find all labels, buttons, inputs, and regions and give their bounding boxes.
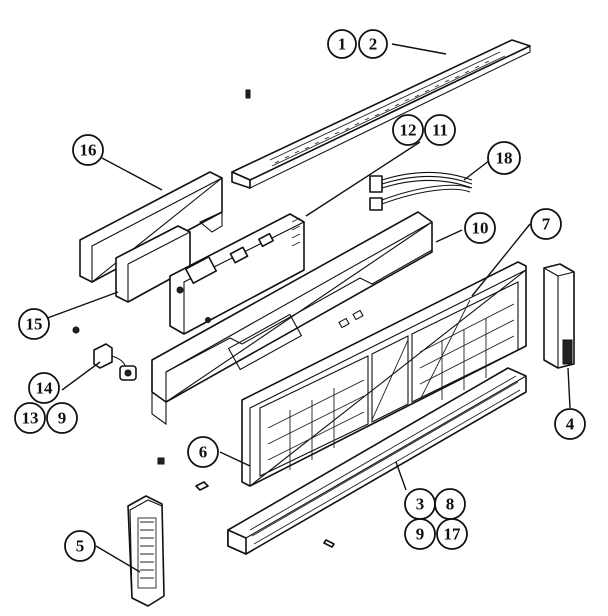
svg-text:12: 12 [400,121,417,140]
screw [157,457,165,465]
callout-12: 12 [392,114,424,146]
top-trim-strip [231,39,531,189]
svg-text:6: 6 [199,443,208,462]
svg-text:8: 8 [446,495,455,514]
svg-text:15: 15 [26,315,43,334]
svg-text:18: 18 [496,149,513,168]
switch-connector [93,343,137,381]
callout-1: 1 [327,29,357,59]
svg-text:14: 14 [36,379,54,398]
callout-3: 3 [404,488,436,520]
callout-14: 14 [28,372,60,404]
callout-16: 16 [72,134,104,166]
callout-18: 18 [487,141,521,175]
side-bracket [79,171,223,284]
svg-text:16: 16 [80,141,97,160]
svg-text:9: 9 [58,409,67,428]
leader-lines [41,43,571,573]
callout-2: 2 [358,29,388,59]
end-cap-right [543,263,575,369]
svg-text:2: 2 [369,35,378,54]
svg-text:5: 5 [76,537,85,556]
end-cap-left [127,495,165,607]
callout-13: 13 [14,402,46,434]
callout-15: 15 [18,308,50,340]
callout-11: 11 [424,114,456,146]
clip [195,481,209,491]
svg-text:9: 9 [416,525,425,544]
callout-9: 9 [404,518,436,550]
svg-text:11: 11 [432,121,448,140]
front-grille [241,261,527,488]
callout-10: 10 [464,212,496,244]
callout-7: 7 [530,208,562,240]
svg-text:7: 7 [542,215,551,234]
control-board [169,213,305,335]
callout-17: 17 [436,518,468,550]
callout-5: 5 [64,530,96,562]
callout-6: 6 [187,436,219,468]
svg-text:17: 17 [444,525,462,544]
pin [323,539,335,548]
callout-9: 9 [46,402,78,434]
screw [72,326,80,334]
bottom-rail [227,367,527,555]
svg-text:10: 10 [472,219,489,238]
chassis-panel [151,211,433,426]
svg-text:3: 3 [416,495,425,514]
callout-4: 4 [554,408,586,440]
ribbon-cable [369,171,473,211]
callout-8: 8 [434,488,466,520]
svg-text:13: 13 [22,409,39,428]
svg-text:1: 1 [338,35,347,54]
svg-text:4: 4 [566,415,575,434]
screw [245,89,251,99]
